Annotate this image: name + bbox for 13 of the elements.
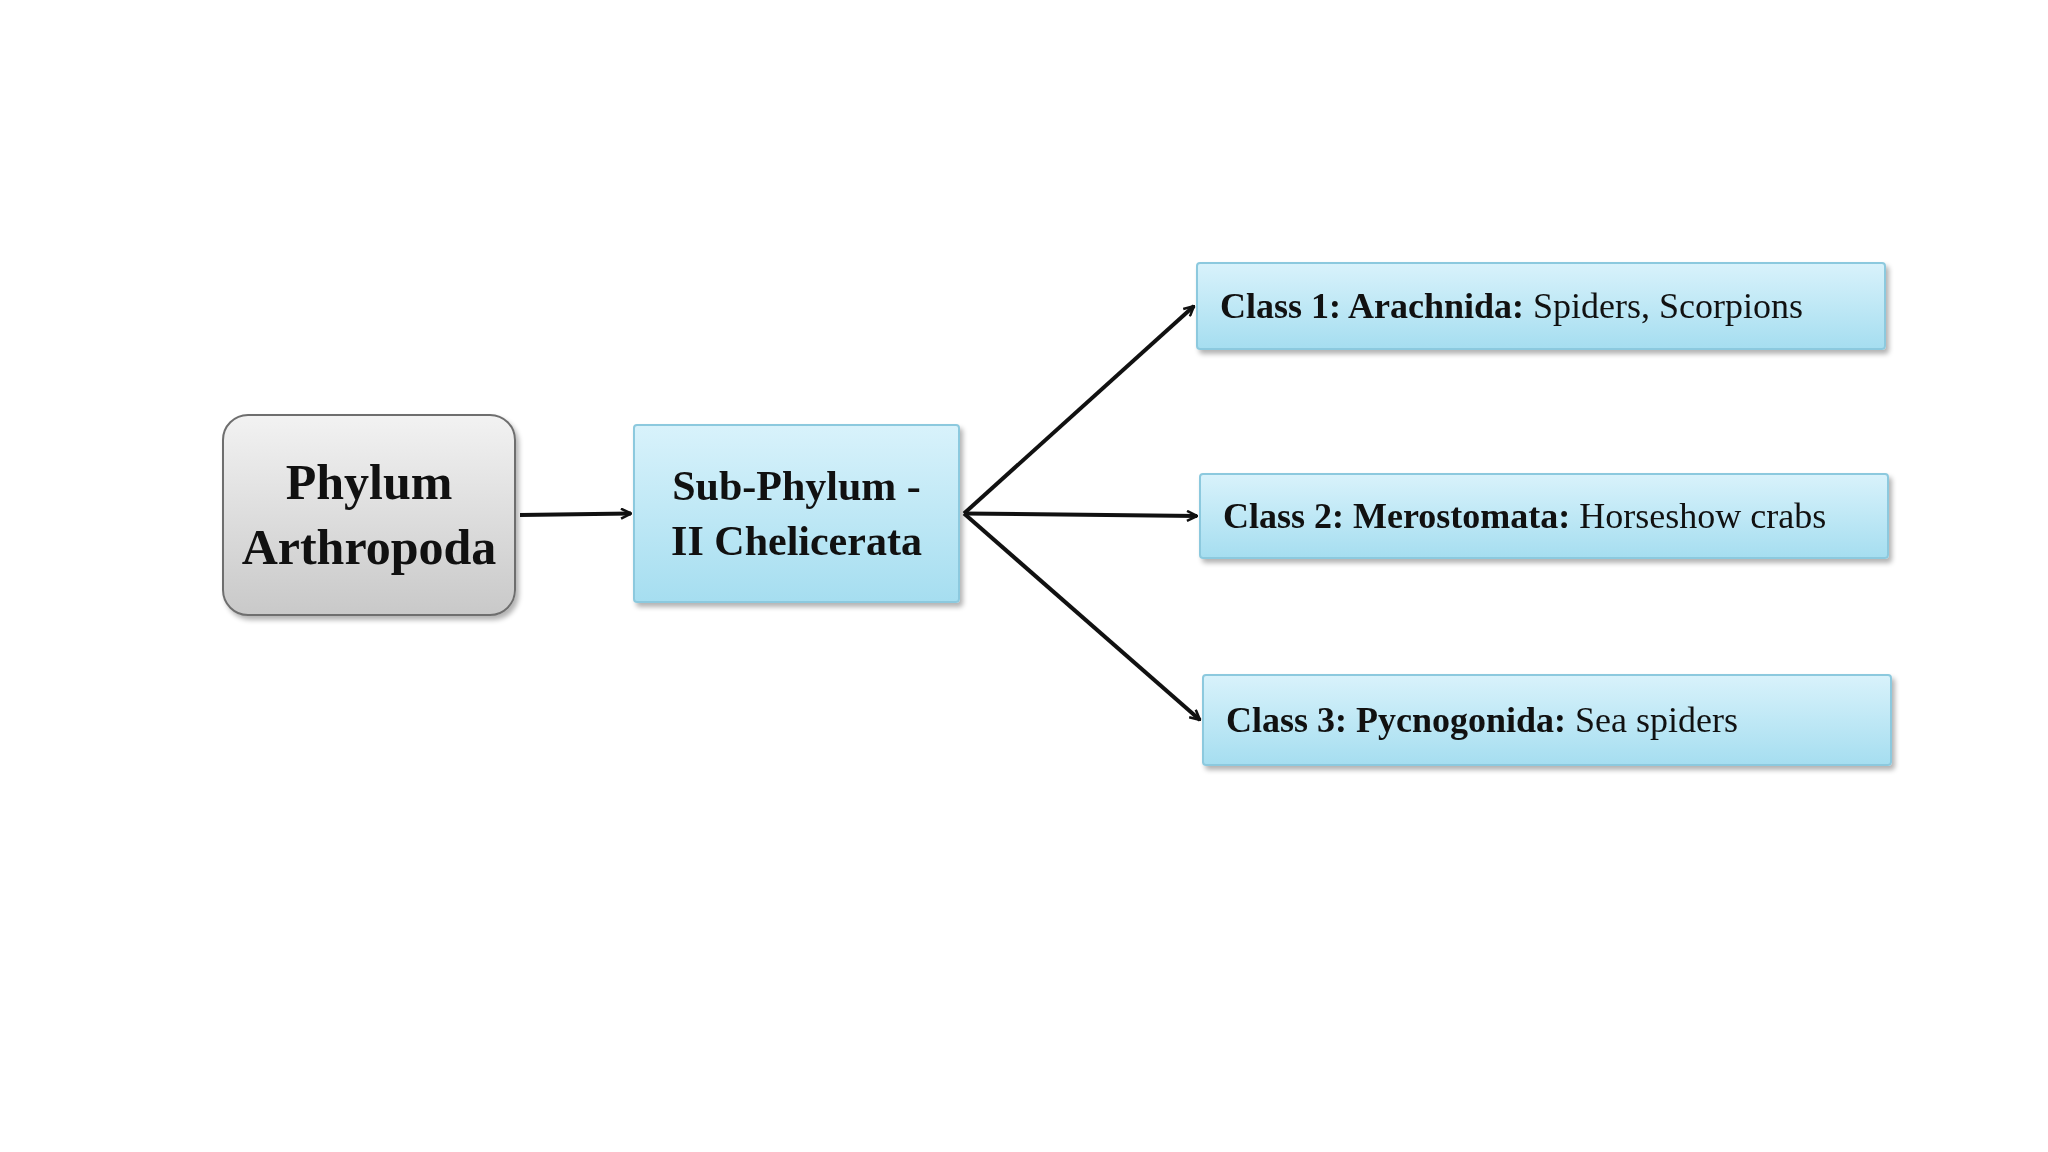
class-box	[1196, 262, 1886, 350]
phylum-box	[222, 414, 516, 616]
subphylum-box	[633, 424, 960, 603]
arrow	[962, 512, 1202, 722]
taxon-label: Phylum Arthropoda	[240, 453, 498, 577]
arrow	[519, 507, 633, 520]
class-box	[1199, 473, 1889, 559]
arrow	[962, 304, 1196, 515]
class-label: Class 1: Arachnida: Spiders, Scorpions	[1220, 284, 1804, 328]
taxon-label: Sub-Phylum - II Chelicerata	[670, 461, 923, 566]
class-label: Class 2: Merostomata: Horseshow crabs	[1223, 494, 1827, 538]
class-box	[1202, 674, 1892, 766]
class-label: Class 3: Pycnogonida: Sea spiders	[1226, 698, 1738, 742]
